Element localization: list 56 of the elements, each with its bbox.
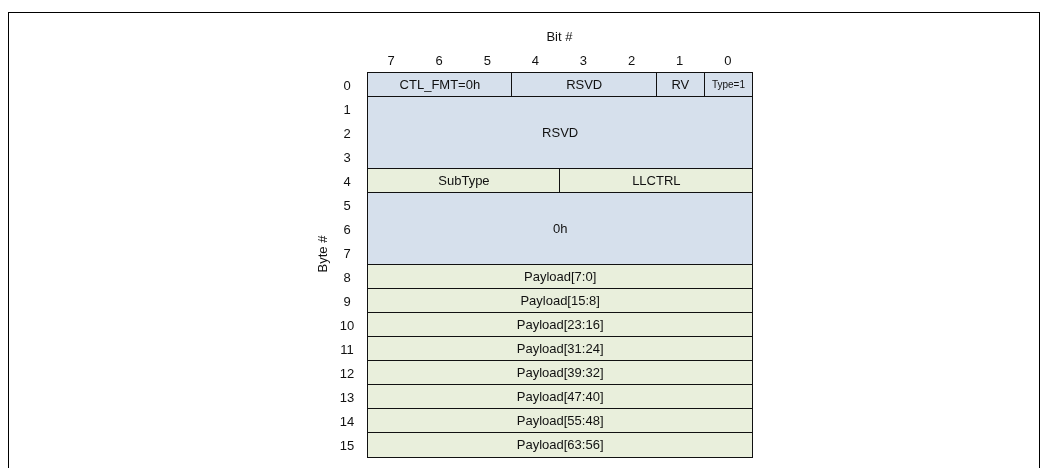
bit-field (367, 360, 754, 386)
byte-number: 13 (339, 389, 355, 405)
field-name: RSVD (542, 125, 579, 141)
byte-number: 5 (343, 197, 351, 213)
bit-number: 7 (387, 52, 395, 68)
bit-number: 4 (531, 52, 539, 68)
bit-field (367, 432, 754, 458)
bit-field (559, 168, 754, 194)
bit-field (511, 72, 658, 98)
bit-field (367, 312, 754, 338)
field-name: Payload[55:48] (516, 413, 604, 429)
byte-number: 7 (343, 245, 351, 261)
bit-number: 5 (483, 52, 491, 68)
byte-number: 9 (343, 293, 351, 309)
bit-field (367, 408, 754, 434)
field-name: Type=1 (711, 79, 746, 91)
bit-field (367, 192, 754, 266)
byte-number: 2 (343, 125, 351, 141)
byte-number: 6 (343, 221, 351, 237)
field-name: 0h (552, 221, 568, 237)
byte-number: 0 (343, 77, 351, 93)
field-name: CTL_FMT=0h (399, 77, 481, 93)
field-name: RV (671, 77, 690, 93)
byte-number: 3 (343, 149, 351, 165)
byte-number: 12 (339, 365, 355, 381)
field-name: Payload[23:16] (516, 317, 604, 333)
axis-title: Byte # (314, 235, 330, 273)
field-name: Payload[31:24] (516, 341, 604, 357)
field-name: Payload[63:56] (516, 437, 604, 453)
byte-number: 14 (339, 413, 355, 429)
bit-field (367, 264, 754, 290)
bit-field (367, 336, 754, 362)
bit-number: 0 (724, 52, 732, 68)
bit-field (367, 288, 754, 314)
byte-number: 8 (343, 269, 351, 285)
field-name: Payload[39:32] (516, 365, 604, 381)
bit-field (367, 384, 754, 410)
field-name: RSVD (566, 77, 603, 93)
byte-number: 10 (339, 317, 355, 333)
axis-title: Bit # (546, 28, 573, 44)
field-name: Payload[15:8] (520, 293, 600, 309)
bit-number: 1 (676, 52, 684, 68)
bit-field (367, 72, 513, 98)
bit-number: 6 (435, 52, 443, 68)
field-name: Payload[7:0] (524, 269, 597, 285)
bit-field (367, 168, 561, 194)
bit-number: 3 (579, 52, 588, 68)
field-name: LLCTRL (632, 173, 681, 189)
field-name: SubType (438, 173, 490, 189)
bit-field (367, 96, 754, 170)
bit-number: 2 (627, 52, 636, 68)
byte-number: 11 (340, 341, 354, 357)
field-name: Payload[47:40] (516, 389, 604, 405)
byte-number: 15 (339, 437, 355, 453)
byte-number: 1 (343, 101, 351, 117)
byte-number: 4 (343, 173, 351, 189)
